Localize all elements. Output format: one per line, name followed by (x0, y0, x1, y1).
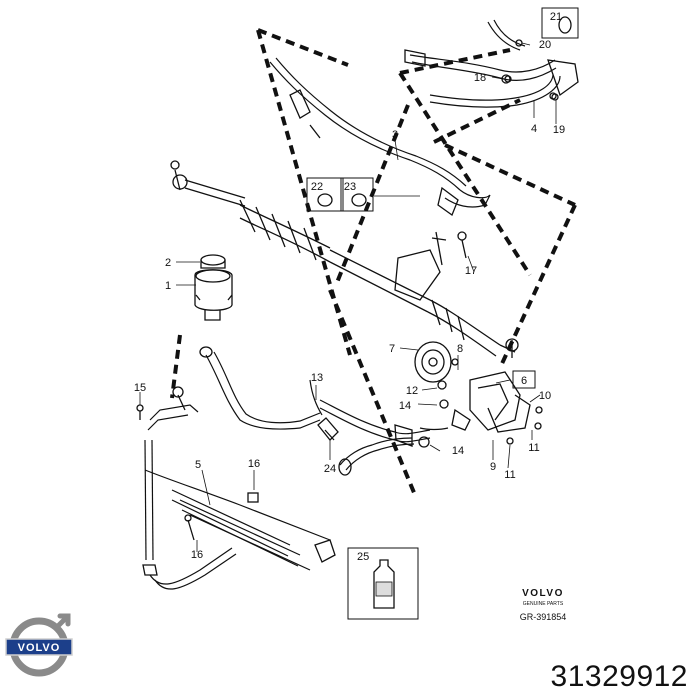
callout-21: 21 (550, 11, 562, 23)
callout-14-upper: 14 (399, 400, 411, 412)
callout-22: 22 (311, 181, 323, 193)
part-number: 31329912 (550, 660, 688, 693)
callout-12: 12 (406, 385, 418, 397)
callout-3: 3 (392, 129, 398, 141)
seal-icon (317, 193, 333, 207)
callout-14-lower: 14 (452, 445, 464, 457)
leader-lines (139, 42, 557, 552)
callout-box-21: 21 (541, 7, 579, 39)
callout-8: 8 (457, 343, 463, 355)
o-ring-icon (558, 16, 572, 34)
fluid-bottle-box: 25 (347, 547, 419, 620)
stamp-ref: GR-391854 (520, 612, 567, 622)
volvo-logo: VOLVO (5, 613, 73, 677)
pressure-line-assembly (404, 19, 579, 108)
pressure-line-3 (269, 57, 491, 266)
reservoir (194, 254, 233, 321)
callout-13: 13 (311, 372, 323, 384)
diagram-stamp: VOLVO GENUINE PARTS GR-391854 (520, 588, 567, 622)
callout-17: 17 (465, 265, 477, 277)
callout-18: 18 (474, 72, 486, 84)
oil-cooler (142, 386, 336, 590)
seal-icon (351, 193, 367, 207)
callout-5: 5 (195, 459, 201, 471)
callout-labels: 2 1 3 4 5 7 8 9 10 11 11 12 13 14 14 15 … (134, 39, 565, 561)
callout-11-bottom: 11 (504, 469, 515, 481)
stamp-brand: VOLVO (522, 588, 564, 599)
callout-4: 4 (531, 123, 537, 135)
callout-20: 20 (539, 39, 551, 51)
callout-9: 9 (490, 461, 496, 473)
callout-23: 23 (344, 181, 356, 193)
fasteners (136, 75, 559, 541)
callout-11-right: 11 (528, 442, 539, 454)
callout-16-lower: 16 (191, 549, 203, 561)
logo-text: VOLVO (18, 642, 61, 654)
callout-15: 15 (134, 382, 146, 394)
return-hoses (199, 346, 431, 476)
callout-25: 25 (357, 551, 369, 563)
callout-1: 1 (165, 280, 171, 292)
callout-6: 6 (521, 375, 527, 387)
callout-7: 7 (389, 343, 395, 355)
dashed-outline (170, 28, 577, 496)
callout-19: 19 (553, 124, 565, 136)
steering-rack (170, 160, 519, 358)
callout-2: 2 (165, 257, 171, 269)
callout-10: 10 (539, 390, 551, 402)
bottle-icon (373, 559, 395, 609)
callout-box-6: 6 (512, 370, 536, 389)
callout-24: 24 (324, 463, 336, 475)
callout-16-upper: 16 (248, 458, 260, 470)
stamp-subtitle: GENUINE PARTS (523, 601, 564, 607)
callout-box-22-23: 22 23 (306, 177, 374, 212)
pump (414, 341, 531, 448)
